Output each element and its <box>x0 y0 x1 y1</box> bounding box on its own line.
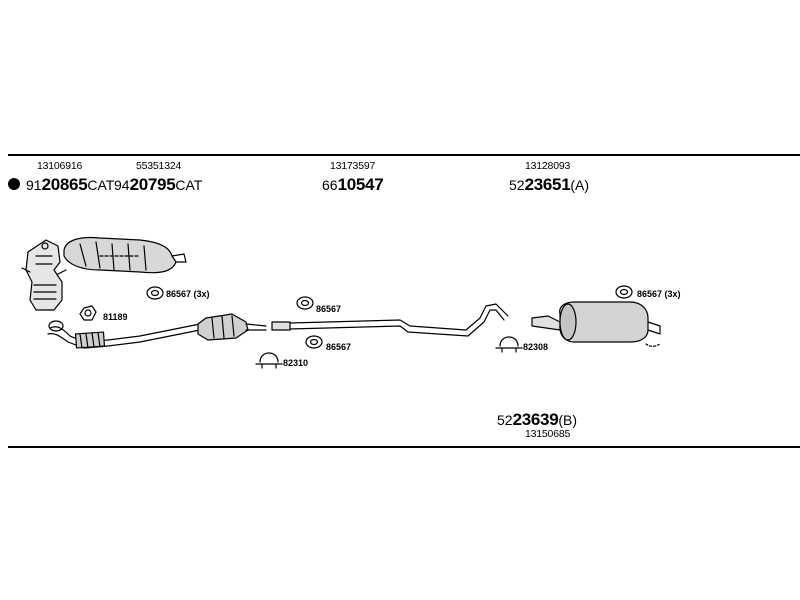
part-number-3: 6610547 <box>322 175 384 195</box>
rubber-hanger-icon <box>296 296 314 310</box>
rubber-hanger-icon <box>305 335 323 349</box>
part-number-1: 9120865CAT <box>26 175 114 195</box>
callout-label-4: 86567 <box>326 342 352 352</box>
part-number-2: 9420795CAT <box>114 175 202 195</box>
part-prefix: 66 <box>322 177 338 193</box>
bullet-dot-icon <box>8 178 20 190</box>
part-suffix: (B) <box>558 412 578 428</box>
part-main: 20865 <box>41 175 88 194</box>
bottom-code: 13150685 <box>525 428 571 440</box>
catalytic-converter-icon <box>197 313 267 341</box>
rear-silencer-icon <box>531 301 661 347</box>
top-rule <box>8 154 800 156</box>
part-prefix: 91 <box>26 177 42 193</box>
header-code-4: 13128093 <box>525 160 571 172</box>
rubber-hanger-icon <box>615 285 633 299</box>
part-suffix: (A) <box>570 177 590 193</box>
part-number-4: 5223651(A) <box>509 175 589 195</box>
callout-label-5: 82310 <box>283 358 309 368</box>
part-main: 23651 <box>524 175 571 194</box>
clamp-icon <box>495 336 523 353</box>
part-suffix: CAT <box>87 177 115 193</box>
callout-label-1: 86567 (3x) <box>166 289 210 299</box>
part-prefix: 52 <box>497 412 513 428</box>
part-main: 20795 <box>129 175 176 194</box>
bottom-rule <box>8 446 800 448</box>
part-main: 23639 <box>512 410 559 429</box>
callout-label-7: 86567 (3x) <box>637 289 681 299</box>
part-main: 10547 <box>337 175 384 194</box>
clamp-icon <box>255 352 283 369</box>
part-suffix: CAT <box>175 177 203 193</box>
front-pipe-icon <box>47 320 201 349</box>
gasket-icon <box>79 305 97 321</box>
heat-shield-icon <box>63 236 187 274</box>
header-code-2: 55351324 <box>136 160 182 172</box>
rubber-hanger-icon <box>146 286 164 300</box>
callout-label-3: 86567 <box>316 304 342 314</box>
manifold-catalyst-icon <box>21 239 67 311</box>
callout-label-2: 81189 <box>103 312 128 322</box>
callout-label-6: 82308 <box>523 342 549 352</box>
header-code-3: 13173597 <box>330 160 376 172</box>
part-number-5: 5223639(B) <box>497 410 577 430</box>
intermediate-pipe-icon <box>271 303 509 337</box>
part-prefix: 52 <box>509 177 525 193</box>
header-code-1: 13106916 <box>37 160 83 172</box>
part-prefix: 94 <box>114 177 130 193</box>
